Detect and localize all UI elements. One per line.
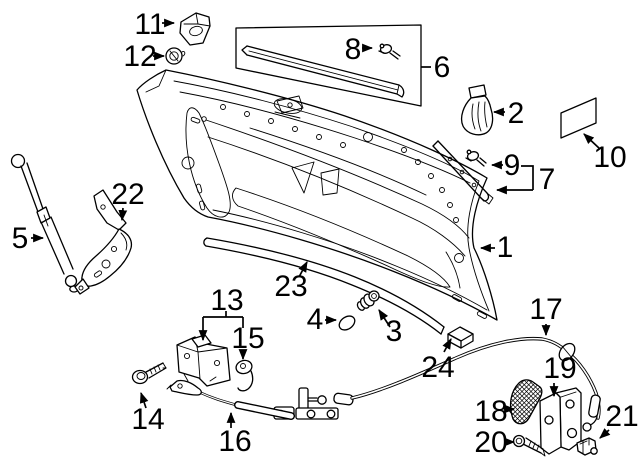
callout-23-label: 23 (274, 270, 307, 303)
part-hood-hinge (74, 189, 133, 295)
callout-11-label: 11 (134, 8, 165, 41)
part-wedge-block (447, 326, 474, 349)
callout-17: 17 (529, 293, 563, 337)
hood-striker-detail (273, 95, 304, 119)
callout-23: 23 (274, 261, 308, 303)
part-hood-molding (241, 45, 405, 98)
part-hood-latch (176, 334, 231, 387)
callout-1: 1 (479, 231, 514, 264)
part-release-handle (507, 379, 543, 425)
callout-21-label: 21 (605, 400, 638, 433)
callout-10: 10 (583, 133, 627, 174)
callout-6: 6 (421, 51, 450, 84)
part-hood-strut (10, 153, 79, 293)
callout-15: 15 (231, 322, 265, 361)
callout-18-label: 18 (474, 395, 507, 428)
part-clip-nut (576, 437, 598, 456)
part-oval-seal (338, 315, 356, 331)
callout-13-label: 13 (210, 284, 243, 317)
callout-14: 14 (131, 391, 165, 436)
callout-7-bracket (521, 165, 534, 190)
callout-5: 5 (12, 222, 45, 255)
callout-2: 2 (492, 97, 525, 130)
hood-hole-row (220, 104, 459, 223)
callout-16: 16 (218, 411, 252, 458)
callout-22-arrow (118, 207, 128, 222)
callout-5-label: 5 (12, 222, 29, 255)
callout-9-label: 9 (504, 149, 521, 182)
callout-15-label: 15 (231, 322, 264, 355)
part-latch-bolt (131, 362, 167, 385)
callout-23-arrow (298, 261, 308, 278)
callout-22: 22 (111, 178, 145, 222)
callout-14-arrow (139, 391, 149, 409)
callout-10-arrow (583, 133, 601, 150)
callout-13: 13 (198, 284, 244, 342)
callout-12-label: 12 (123, 40, 156, 73)
callout-20: 20 (474, 426, 516, 459)
part-latch-cable (166, 379, 354, 420)
part-caution-label (560, 97, 597, 139)
callout-21-arrow (599, 428, 611, 439)
callout-4: 4 (307, 303, 338, 336)
callout-22-label: 22 (111, 178, 144, 211)
callout-3-label: 3 (386, 315, 403, 348)
callout-2-label: 2 (508, 97, 525, 130)
part-side-molding (432, 140, 494, 205)
callout-16-label: 16 (218, 425, 251, 458)
callout-7-label: 7 (539, 163, 556, 196)
callout-20-label: 20 (474, 426, 507, 459)
callout-9: 9 (490, 149, 521, 182)
callout-18: 18 (474, 395, 516, 428)
part-hole-plug (356, 290, 380, 311)
callout-1-label: 1 (497, 231, 514, 264)
callout-13-bracket (203, 311, 244, 328)
part-molding-clip (378, 43, 401, 60)
callout-19: 19 (543, 352, 577, 398)
callout-24: 24 (421, 338, 455, 384)
callout-17-label: 17 (529, 293, 562, 326)
part-latch-bracket (179, 12, 211, 46)
callout-3: 3 (378, 309, 403, 348)
part-hood-panel (136, 69, 498, 321)
part-handle-bracket (539, 387, 582, 455)
callout-3-arrow (378, 309, 391, 328)
callout-8-label: 8 (345, 33, 362, 66)
part-release-cable (350, 336, 601, 432)
part-front-seal-strip (203, 237, 445, 335)
part-molding-box (235, 24, 422, 107)
callout-19-label: 19 (543, 352, 576, 385)
callout-7: 7 (495, 163, 556, 196)
callout-12: 12 (123, 40, 166, 73)
callout-21: 21 (599, 400, 639, 439)
callout-14-label: 14 (131, 403, 164, 436)
callout-11: 11 (134, 8, 176, 41)
part-cable-clip (235, 359, 254, 392)
callout-24-label: 24 (421, 351, 454, 384)
callouts: 1 2 3 4 5 6 7 8 (12, 8, 639, 459)
part-side-molding-clip (465, 149, 487, 167)
callout-6-label: 6 (434, 51, 451, 84)
callout-4-label: 4 (307, 303, 324, 336)
part-hood-bumper (460, 84, 494, 136)
callout-10-label: 10 (593, 141, 626, 174)
callout-24-arrow (442, 338, 452, 353)
callout-8: 8 (345, 33, 374, 66)
part-grommet-nut (165, 47, 186, 65)
